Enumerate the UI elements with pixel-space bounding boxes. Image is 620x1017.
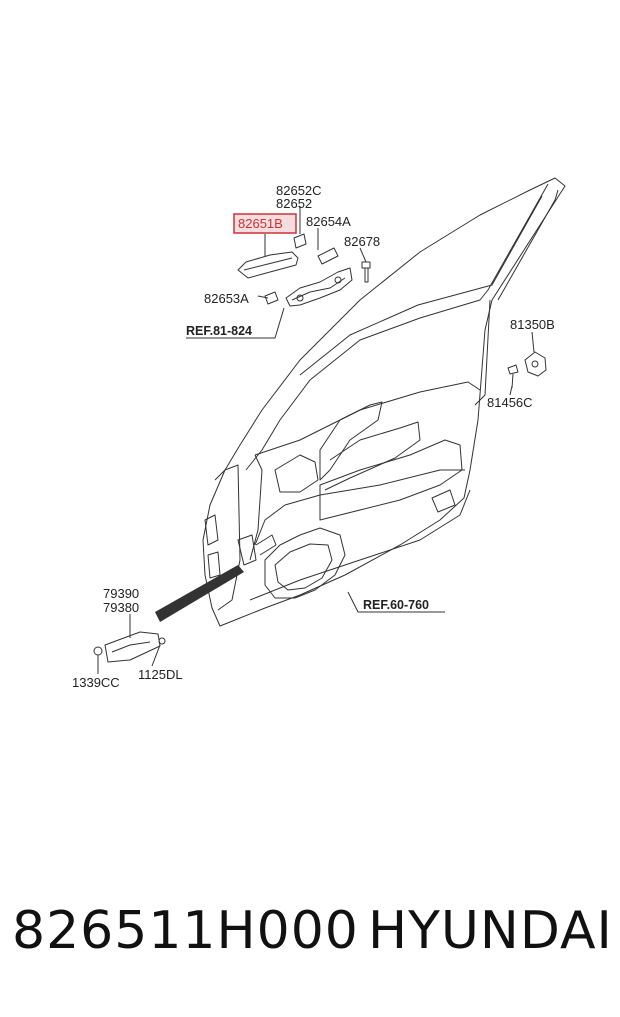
label-82653A: 82653A (204, 291, 249, 306)
label-82652C: 82652C (276, 183, 322, 198)
handle-escutcheon-part (317, 247, 339, 265)
label-ref-60-760: REF.60-760 (363, 598, 429, 612)
bolt-part (361, 261, 371, 283)
handle-frame (285, 267, 353, 307)
gasket-part (264, 291, 279, 305)
label-82652: 82652 (276, 196, 312, 211)
label-79390: 79390 (103, 586, 139, 601)
label-82678: 82678 (344, 234, 380, 249)
label-1125DL: 1125DL (138, 667, 183, 682)
handle-cover-part (293, 233, 307, 249)
door-parts-diagram: 82652C 82652 82651B 82654A 82678 82653A … (72, 177, 566, 690)
outside-handle (237, 251, 299, 279)
label-81456C: 81456C (487, 395, 533, 410)
part-number: 826511H000 (12, 901, 359, 961)
striker (524, 351, 547, 377)
striker-bolt (507, 364, 519, 389)
label-1339CC: 1339CC (72, 675, 120, 690)
brand-name: HYUNDAI (368, 901, 613, 961)
leader-lines (97, 206, 535, 674)
label-79380: 79380 (103, 600, 139, 615)
door-panel (202, 177, 566, 627)
door-checker-arm (155, 565, 244, 622)
label-82651B[interactable]: 82651B (238, 216, 283, 231)
label-81350B: 81350B (510, 317, 555, 332)
label-82654A: 82654A (306, 214, 351, 229)
label-ref-81-824: REF.81-824 (186, 324, 252, 338)
highlight-box (233, 213, 297, 234)
